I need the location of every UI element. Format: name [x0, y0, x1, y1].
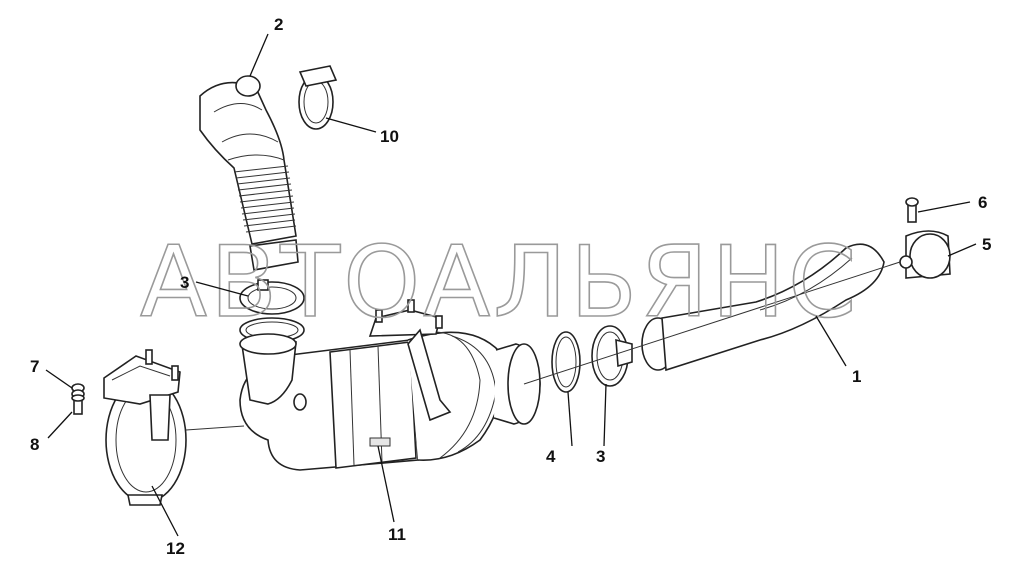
callout-1: 1	[852, 367, 861, 386]
callout-12: 12	[166, 539, 185, 558]
part-10-clamp	[298, 65, 338, 130]
callout-7: 7	[30, 357, 39, 376]
callout-6: 6	[978, 193, 987, 212]
part-4-gasket	[551, 331, 581, 393]
watermark-text: АВТОАЛЬЯНС	[140, 226, 859, 340]
callout-8: 8	[30, 435, 39, 454]
callout-10: 10	[380, 127, 399, 146]
callout-11: 11	[388, 525, 406, 544]
callout-3-right: 3	[596, 447, 605, 466]
assembly-axis-line	[523, 261, 901, 385]
part-1-tailpipe	[641, 243, 885, 372]
inlet-pipe	[239, 333, 297, 405]
part-6-bolt	[905, 197, 919, 223]
leader-lines	[45, 33, 977, 537]
callout-4: 4	[546, 447, 556, 466]
callout-3-upper: 3	[180, 273, 189, 292]
part-12-mounting-bracket	[103, 349, 245, 506]
part-3-clamp-upper	[239, 279, 305, 315]
part-5-tail-bracket	[899, 230, 951, 279]
part-8-bolt	[71, 394, 85, 415]
callout-5: 5	[982, 235, 991, 254]
callout-2: 2	[274, 15, 283, 34]
part-2-flex-pipe	[199, 75, 299, 271]
